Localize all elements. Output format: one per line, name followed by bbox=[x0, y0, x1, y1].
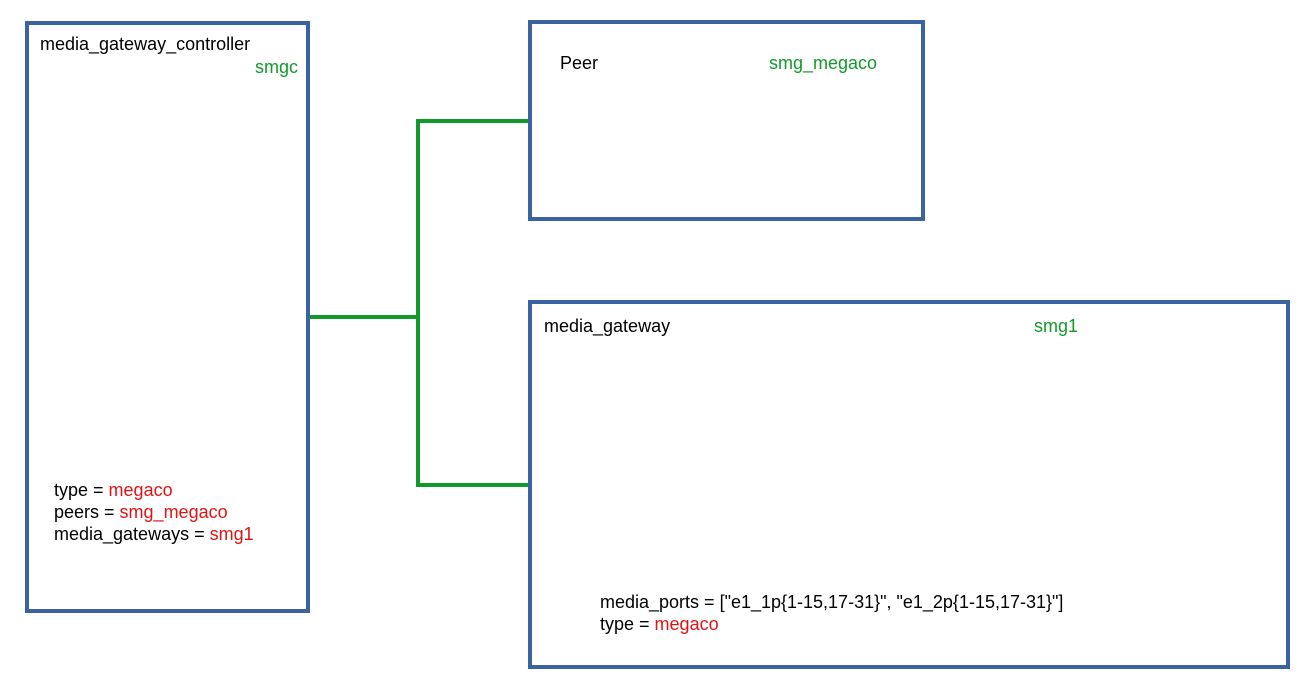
gateway-prop-media-ports: media_ports = ["e1_1p{1-15,17-31}", "e1_… bbox=[600, 592, 1064, 612]
connector-vertical bbox=[416, 119, 420, 487]
controller-box: media_gateway_controller smgc type = meg… bbox=[25, 21, 310, 613]
controller-id: smgc bbox=[254, 57, 298, 77]
gateway-id: smg1 bbox=[1034, 316, 1079, 336]
gateway-box: media_gateway smg1 media_ports = ["e1_1p… bbox=[528, 300, 1290, 669]
controller-prop-media-gateways: media_gateways = smg1 bbox=[54, 524, 254, 544]
connector-trunk bbox=[308, 315, 420, 319]
peer-id: smg_megaco bbox=[769, 53, 878, 73]
controller-prop-peers: peers = smg_megaco bbox=[54, 502, 228, 522]
gateway-prop-type: type = megaco bbox=[600, 614, 719, 634]
gateway-type-name: media_gateway bbox=[544, 316, 671, 336]
peer-box: Peer smg_megaco bbox=[528, 20, 925, 221]
connector-to-peer bbox=[416, 119, 530, 123]
controller-props: type = megaco peers = smg_megaco media_g… bbox=[54, 479, 254, 545]
connector-to-gateway bbox=[416, 483, 530, 487]
controller-prop-type: type = megaco bbox=[54, 480, 173, 500]
peer-type-name: Peer bbox=[560, 53, 599, 73]
gateway-props: media_ports = ["e1_1p{1-15,17-31}", "e1_… bbox=[600, 591, 1063, 635]
controller-type-name: media_gateway_controller bbox=[40, 34, 251, 54]
